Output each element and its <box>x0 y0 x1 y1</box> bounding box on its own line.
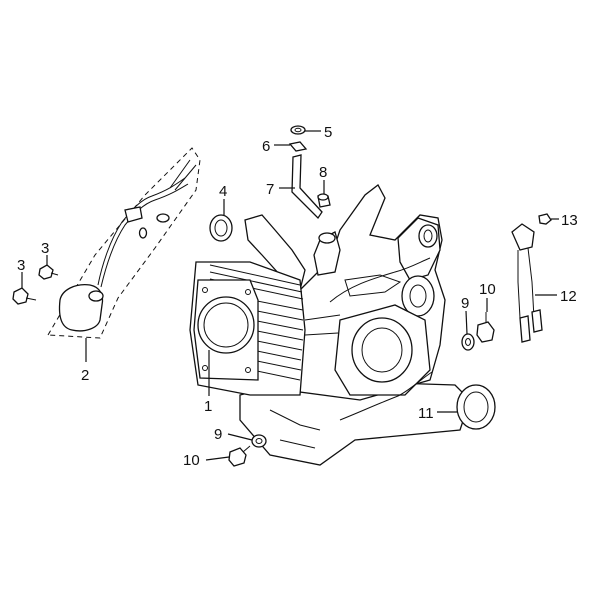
oil-sensor-assembly <box>47 147 201 339</box>
callout-labels: 1 2 3 3 4 5 6 7 8 9 9 10 10 11 12 13 <box>17 124 578 469</box>
bolt-3b <box>38 264 59 280</box>
grommet <box>156 213 170 223</box>
bolt-10-right <box>476 312 495 343</box>
plug-8 <box>317 193 331 208</box>
crankcase <box>189 184 471 466</box>
callout-11: 11 <box>418 405 434 422</box>
bolt-10-lower <box>228 445 251 467</box>
oil-seal-11 <box>456 384 496 430</box>
callout-3b: 3 <box>41 240 49 257</box>
cylinder-bore <box>197 296 255 354</box>
right-boss <box>418 224 438 248</box>
clip <box>138 227 148 239</box>
ignition-wire-12 <box>511 223 543 343</box>
callout-13: 13 <box>561 212 578 229</box>
callout-7: 7 <box>266 181 274 198</box>
callout-1: 1 <box>204 398 212 415</box>
callout-12: 12 <box>560 288 577 305</box>
main-bearing-bore <box>351 317 413 383</box>
callout-10-right: 10 <box>479 281 496 298</box>
clip-6 <box>288 141 308 152</box>
oil-seal-4 <box>209 214 233 242</box>
port-detail <box>344 274 402 297</box>
leader-lines <box>21 130 559 461</box>
callout-6: 6 <box>262 138 270 155</box>
callout-4: 4 <box>219 183 227 200</box>
breather-top <box>318 232 336 244</box>
callout-9-lower: 9 <box>214 426 222 443</box>
callout-5: 5 <box>324 124 332 141</box>
callout-8: 8 <box>319 164 327 181</box>
bolt-3a <box>12 287 37 305</box>
dipstick-part-7 <box>291 154 323 220</box>
breather-boss <box>313 231 341 276</box>
washer-9-right <box>461 333 475 351</box>
harness-wire <box>329 257 431 303</box>
right-bearing <box>401 275 435 317</box>
washer-5 <box>290 125 306 135</box>
callout-10-lower: 10 <box>183 452 200 469</box>
screw-13 <box>538 213 552 225</box>
wire-terminals <box>169 159 197 191</box>
base-detail <box>269 409 321 449</box>
washer-9-lower <box>251 434 267 448</box>
housing-detail <box>304 314 341 336</box>
callout-2: 2 <box>81 367 89 384</box>
callout-9-right: 9 <box>461 295 469 312</box>
harness-wire-2 <box>339 371 433 421</box>
wire-clamp <box>124 206 143 223</box>
callout-3a: 3 <box>17 257 25 274</box>
sensor-cap <box>88 290 104 302</box>
cooling-fins <box>209 264 304 381</box>
cam-tower-left <box>244 214 306 292</box>
